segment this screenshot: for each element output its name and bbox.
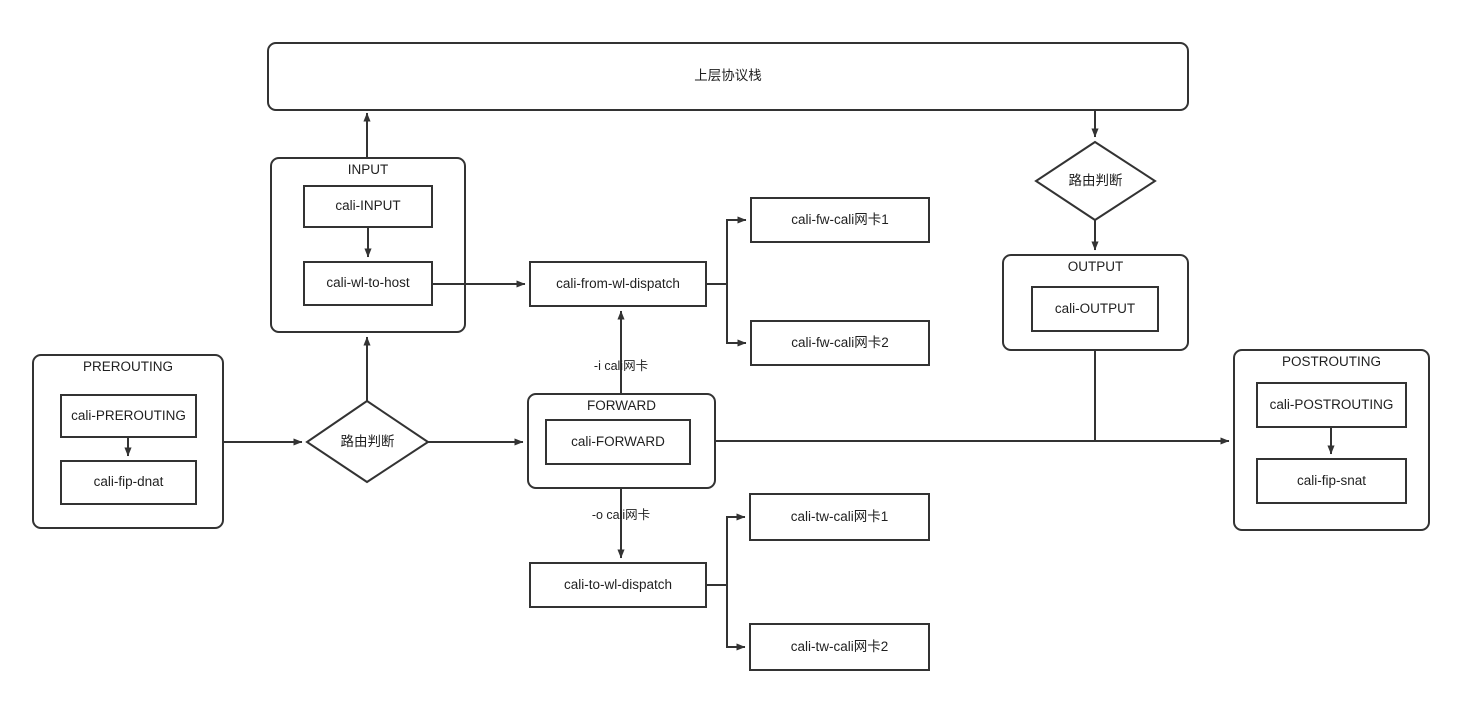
cali-to-wl-dispatch-box xyxy=(529,562,707,608)
cali-output-box xyxy=(1031,286,1159,332)
postrouting-chain-title: POSTROUTING xyxy=(1281,354,1381,369)
route-decision-right-diamond xyxy=(1034,140,1157,222)
cali-forward-box xyxy=(545,419,691,465)
cali-wl-to-host-box xyxy=(303,261,433,306)
cali-prerouting-box xyxy=(60,394,197,438)
cali-fip-snat-box xyxy=(1256,458,1407,504)
route-decision-left-diamond xyxy=(305,399,430,484)
cali-fw-cali-2-box xyxy=(750,320,930,366)
cali-input-box xyxy=(303,185,433,228)
upper-stack-box xyxy=(267,42,1189,111)
cali-from-wl-dispatch-box xyxy=(529,261,707,307)
cali-tw-cali-1-box xyxy=(749,493,930,541)
cali-fip-dnat-box xyxy=(60,460,197,505)
cali-fw-cali-1-box xyxy=(750,197,930,243)
cali-tw-cali-2-box xyxy=(749,623,930,671)
edge-label-in-iface: -i cali网卡 xyxy=(593,359,649,373)
input-chain-title: INPUT xyxy=(347,162,389,177)
forward-chain-title: FORWARD xyxy=(587,398,656,413)
edge-from-wl-dispatch-branch-2 xyxy=(726,284,747,347)
edge-to-wl-dispatch-branch xyxy=(706,513,746,586)
edge-to-wl-dispatch-branch-2 xyxy=(726,585,746,651)
edge-label-out-iface: -o cali网卡 xyxy=(591,508,651,522)
prerouting-chain-title: PREROUTING xyxy=(82,359,173,374)
cali-postrouting-box xyxy=(1256,382,1407,428)
edge-from-wl-dispatch-branch xyxy=(706,216,747,285)
output-chain-title: OUTPUT xyxy=(1067,259,1124,274)
